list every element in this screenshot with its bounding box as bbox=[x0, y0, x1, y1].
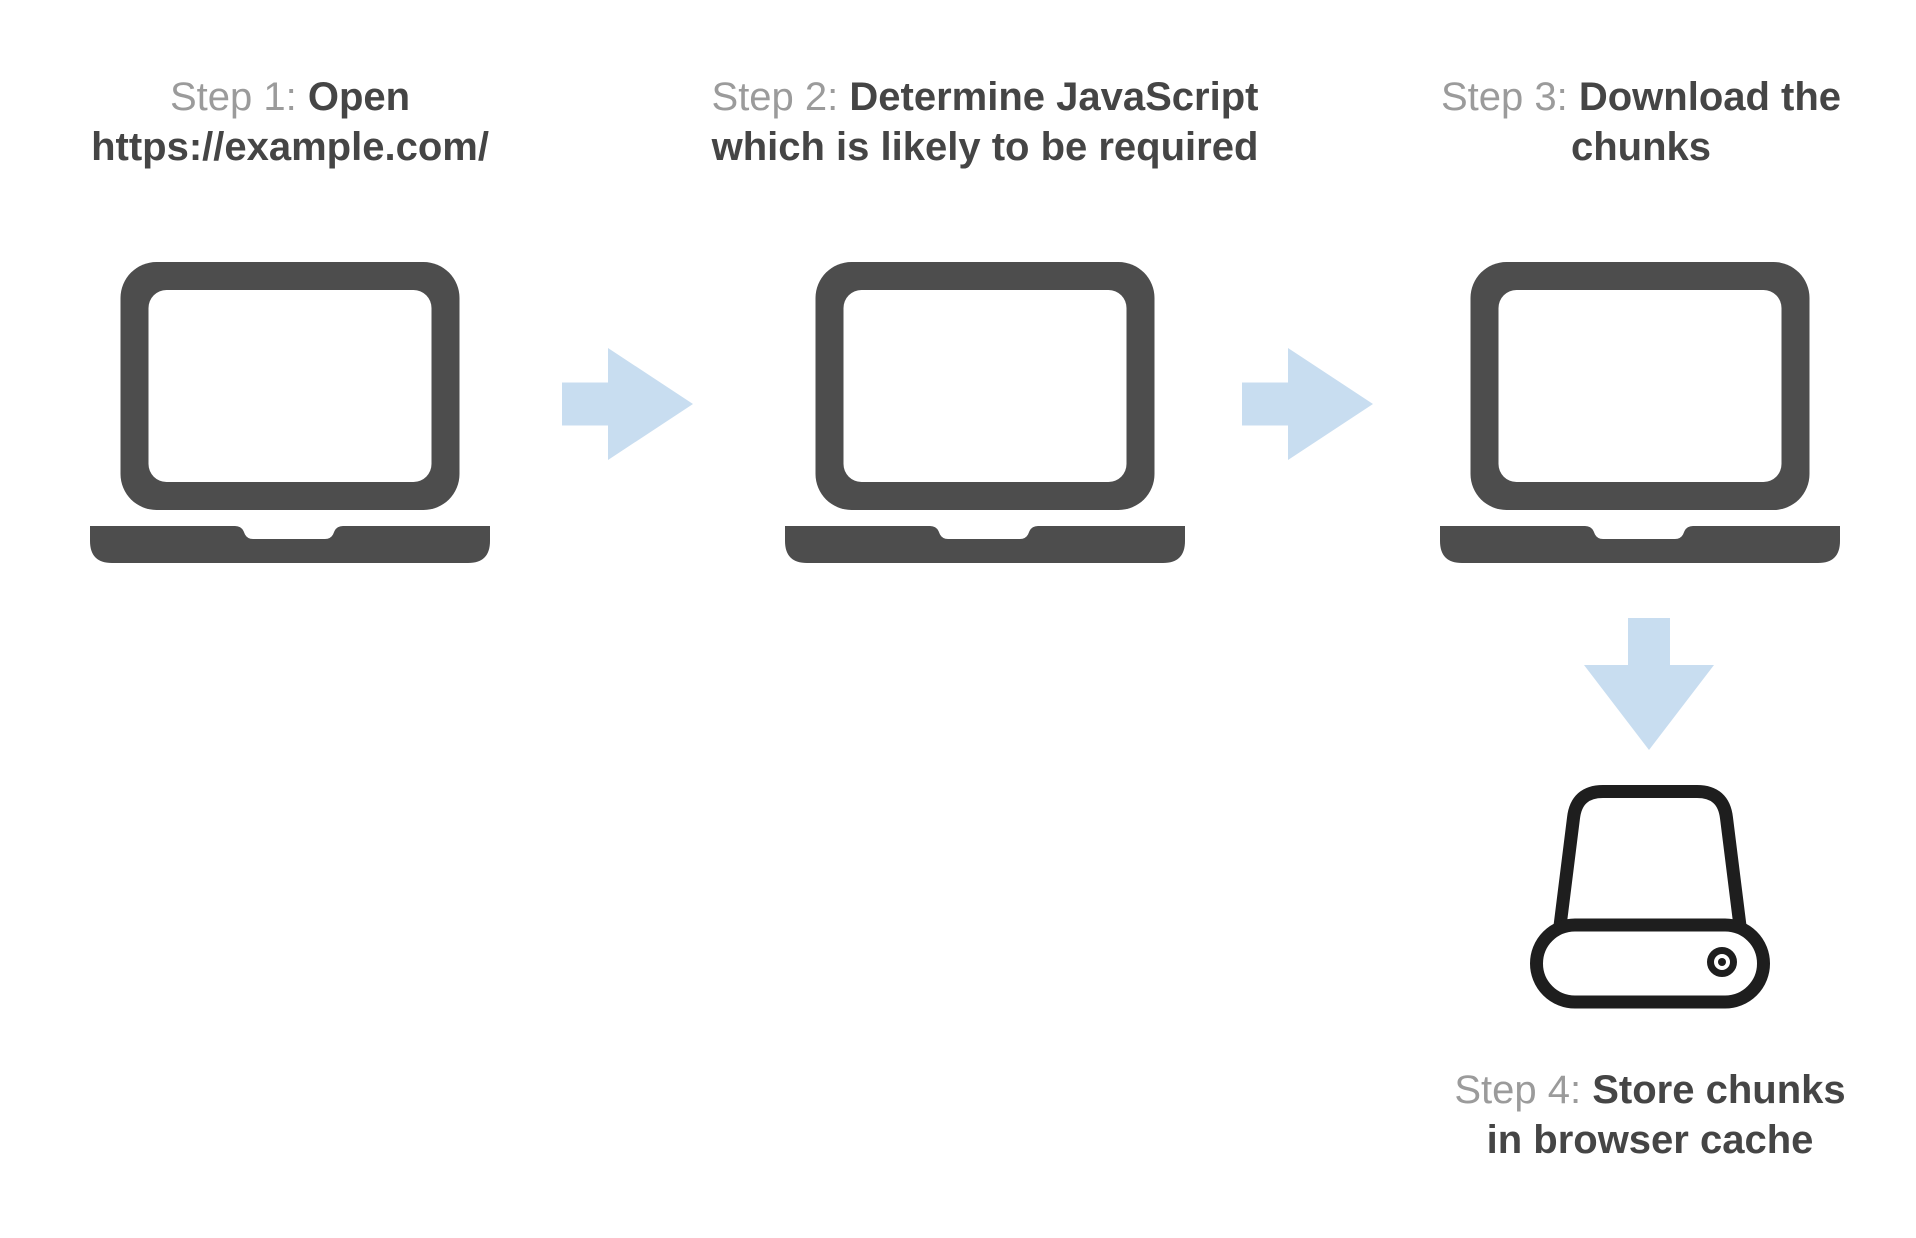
arrow-right-icon bbox=[562, 348, 693, 460]
step-1-line-1: Step 1: Open bbox=[91, 72, 489, 122]
hard-drive-icon bbox=[1530, 785, 1770, 1009]
step-3-line-1: Step 3: Download the bbox=[1441, 72, 1841, 122]
step-2-label: Step 2: Determine JavaScript which is li… bbox=[712, 72, 1259, 172]
laptop-icon bbox=[785, 262, 1185, 563]
step-1-title: Open bbox=[307, 75, 411, 119]
step-1-line-2: https://example.com/ bbox=[91, 125, 489, 169]
step-4-line-1: Step 4: Store chunks bbox=[1454, 1065, 1845, 1115]
step-2-prefix: Step 2: bbox=[711, 75, 839, 119]
step-3-title: Download the bbox=[1578, 75, 1842, 119]
step-4-prefix: Step 4: bbox=[1454, 1068, 1582, 1112]
step-4-line-2: in browser cache bbox=[1486, 1118, 1814, 1162]
step-2-line-1: Step 2: Determine JavaScript bbox=[712, 72, 1259, 122]
step-4-title: Store chunks bbox=[1592, 1068, 1846, 1112]
step-2-line-2: which is likely to be required bbox=[711, 125, 1259, 169]
arrow-down-icon bbox=[1584, 618, 1714, 750]
step-4-label: Step 4: Store chunks in browser cache bbox=[1454, 1065, 1845, 1165]
step-3-prefix: Step 3: bbox=[1440, 75, 1568, 119]
step-1-label: Step 1: Open https://example.com/ bbox=[91, 72, 489, 172]
step-3-label: Step 3: Download the chunks bbox=[1441, 72, 1841, 172]
laptop-icon bbox=[90, 262, 490, 563]
arrow-right-icon bbox=[1242, 348, 1373, 460]
laptop-icon bbox=[1440, 262, 1840, 563]
step-3-line-2: chunks bbox=[1570, 125, 1712, 169]
step-1-prefix: Step 1: bbox=[169, 75, 297, 119]
step-2-title: Determine JavaScript bbox=[849, 75, 1259, 119]
